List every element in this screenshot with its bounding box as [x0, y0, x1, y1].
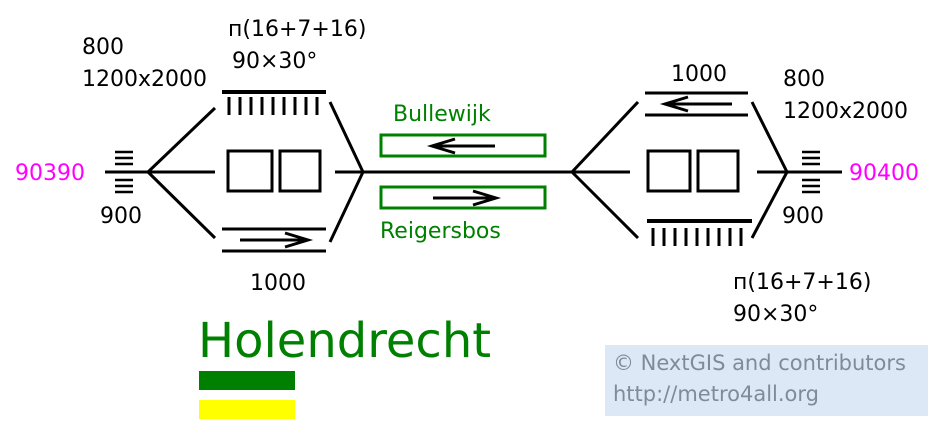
right-turnstile-icon: [646, 149, 740, 193]
credit-box: © NextGIS and contributors http://metro4…: [605, 345, 928, 416]
left-turnstile-icon: [226, 149, 322, 193]
platform-bottom-direction: Reigersbos: [380, 219, 501, 244]
right-upper-text-1: 800: [783, 67, 825, 92]
left-stairs-text-1: п(16+7+16): [228, 17, 366, 42]
left-upper-text-2: 1200x2000: [82, 67, 207, 92]
line-color-bar-yellow: [199, 400, 295, 419]
right-exit-code: 90400: [849, 161, 919, 186]
left-escalator-text: 1000: [250, 271, 306, 296]
platform-tracks: [379, 133, 547, 210]
credit-line-1: © NextGIS and contributors: [613, 351, 906, 375]
right-upper-text-2: 1200x2000: [783, 99, 908, 124]
left-exit-ticks: [115, 150, 133, 194]
credit-line-2[interactable]: http://metro4all.org: [613, 382, 819, 406]
right-escalator-text: 1000: [671, 62, 727, 87]
left-lower-text: 900: [100, 204, 142, 229]
scheme-lines: [105, 100, 842, 243]
right-stairs-icon: [647, 219, 752, 246]
left-exit-code: 90390: [15, 161, 85, 186]
right-escalator-icon: [645, 91, 748, 117]
right-lower-text: 900: [782, 204, 824, 229]
right-exit-ticks: [802, 150, 820, 194]
platform-top-direction: Bullewijk: [393, 102, 491, 127]
right-stairs-text-1: п(16+7+16): [733, 270, 871, 295]
line-color-bar-green: [199, 371, 295, 390]
left-stairs-text-2: 90×30°: [232, 49, 317, 74]
left-stairs-icon: [222, 90, 326, 115]
station-name: Holendrecht: [198, 313, 491, 369]
left-escalator-icon: [222, 227, 326, 253]
left-upper-text-1: 800: [82, 35, 124, 60]
right-stairs-text-2: 90×30°: [733, 302, 818, 327]
